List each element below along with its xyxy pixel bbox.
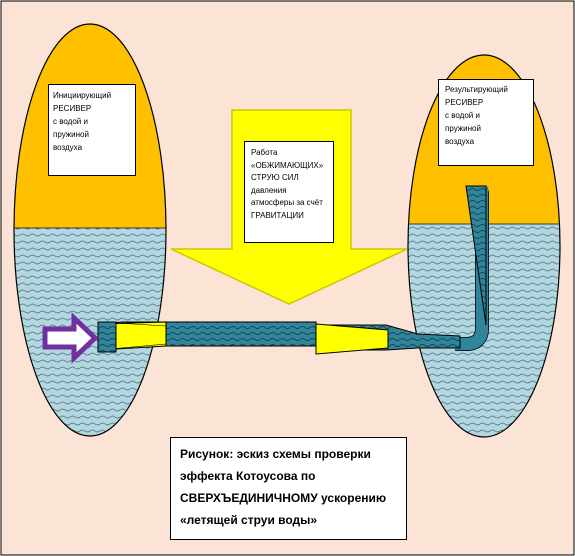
right-receiver-label: Результирующий РЕСИВЕР с водой и пружино… (438, 79, 534, 166)
hollow-right-arrow-icon (42, 312, 99, 364)
inlet-block (97, 321, 117, 353)
pipe-elbow (465, 185, 487, 326)
gravity-arrow-label: Работа «ОБЖИМАЮЩИХ» СТРУЮ СИЛ давления а… (244, 141, 334, 243)
right-receiver-outline (407, 54, 561, 438)
figure-caption: Рисунок: эскиз схемы проверки эффекта Ко… (170, 437, 407, 540)
left-receiver-label: Инициирующий РЕСИВЕР с водой и пружиной … (48, 84, 136, 176)
left-receiver-outline (13, 23, 167, 437)
